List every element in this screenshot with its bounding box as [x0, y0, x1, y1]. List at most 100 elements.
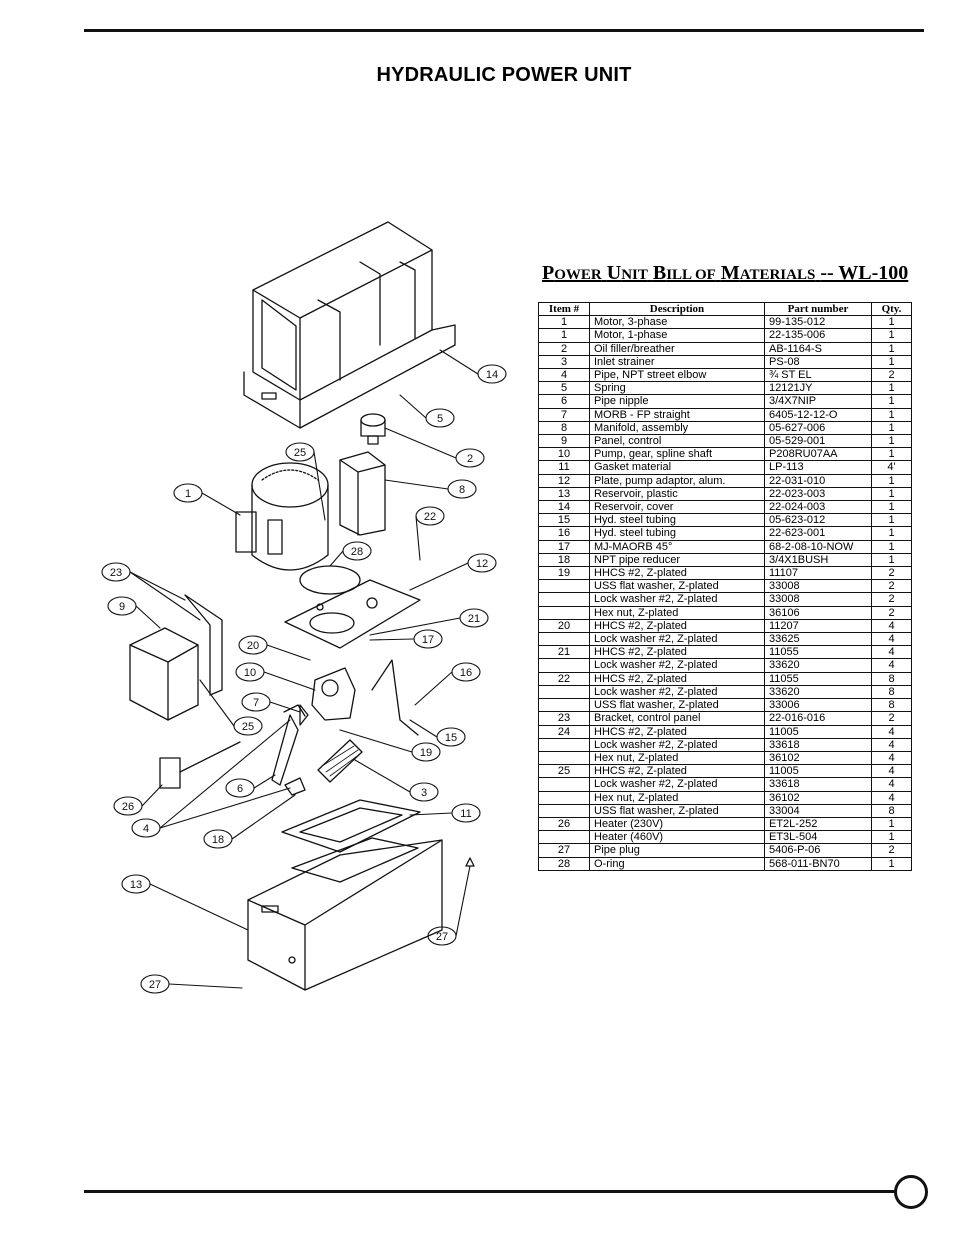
motor-drawing: [235, 462, 329, 571]
description-cell: Inlet strainer: [589, 354, 765, 370]
callout-27b: 27: [149, 979, 161, 991]
bom-title-model: -- WL-100: [820, 262, 909, 284]
gasket-drawing: [281, 799, 421, 853]
header-qty: Qty.: [871, 301, 912, 317]
qty-cell: 1: [871, 447, 912, 462]
control-panel-drawing: [129, 594, 223, 721]
item-cell: [538, 830, 590, 845]
description-cell: Pipe nipple: [589, 394, 765, 409]
callout-6: 6: [237, 783, 243, 795]
part-number-cell: 33008: [764, 592, 872, 607]
part-number-cell: 12121JY: [764, 381, 872, 396]
item-cell: 1: [538, 315, 590, 330]
pump-drawing: [299, 667, 356, 726]
qty-cell: 1: [871, 473, 912, 488]
qty-cell: 1: [871, 552, 912, 568]
part-number-cell: 33006: [764, 698, 872, 713]
callout-2: 2: [467, 453, 473, 465]
qty-cell: 4: [871, 790, 912, 805]
description-cell: Plate, pump adaptor, alum.: [589, 473, 765, 488]
part-number-cell: 33620: [764, 684, 872, 700]
description-cell: Heater (460V): [589, 830, 765, 845]
description-cell: MORB - FP straight: [589, 407, 765, 422]
description-cell: NPT pipe reducer: [589, 552, 765, 568]
description-cell: Gasket material: [589, 460, 765, 475]
item-cell: [538, 777, 590, 792]
qty-cell: 1: [871, 381, 912, 396]
qty-cell: 2: [871, 566, 912, 581]
bom-title-ill-of: ILL OF: [666, 267, 716, 283]
qty-cell: 1: [871, 539, 912, 554]
description-cell: Lock washer #2, Z-plated: [589, 632, 765, 647]
bom-title-nit: NIT: [621, 267, 648, 283]
description-cell: Heater (230V): [589, 816, 765, 832]
item-cell: 4: [538, 368, 590, 383]
description-cell: Motor, 1-phase: [589, 328, 765, 343]
manifold-drawing: [339, 451, 386, 536]
qty-cell: 8: [871, 698, 912, 713]
description-cell: HHCS #2, Z-plated: [589, 566, 765, 581]
description-cell: Panel, control: [589, 434, 765, 449]
callout-13: 13: [130, 879, 142, 891]
qty-cell: 1: [871, 328, 912, 343]
part-number-cell: ¾ ST EL: [764, 368, 872, 383]
item-cell: 27: [538, 843, 590, 858]
qty-cell: 8: [871, 671, 912, 686]
callout-23: 23: [110, 567, 122, 579]
part-number-cell: 3/4X1BUSH: [764, 552, 872, 568]
callout-17: 17: [422, 634, 434, 646]
header-part-number: Part number: [764, 301, 872, 317]
item-cell: 12: [538, 473, 590, 488]
part-number-cell: 99-135-012: [764, 315, 872, 330]
reservoir-drawing: [247, 837, 475, 991]
qty-cell: 2: [871, 368, 912, 383]
breather-drawing: [360, 413, 386, 445]
heater-drawing: [159, 741, 241, 789]
description-cell: Manifold, assembly: [589, 420, 765, 436]
description-cell: HHCS #2, Z-plated: [589, 618, 765, 634]
exploded-diagram: 1 2 3 4 5 6 7 8 9 10 11 12 13 14 15 16 1…: [101, 221, 507, 994]
part-number-cell: 22-623-001: [764, 526, 872, 541]
description-cell: Lock washer #2, Z-plated: [589, 737, 765, 752]
qty-cell: 4: [871, 645, 912, 660]
item-cell: 8: [538, 420, 590, 436]
bom-title-b: B: [652, 262, 667, 284]
part-number-cell: 22-023-003: [764, 486, 872, 502]
item-cell: [538, 605, 590, 620]
description-cell: USS flat washer, Z-plated: [589, 803, 765, 818]
part-number-cell: 36102: [764, 750, 872, 766]
part-number-cell: 568-011-BN70: [764, 856, 872, 871]
callout-16: 16: [460, 667, 472, 679]
callout-7: 7: [253, 697, 259, 709]
part-number-cell: 68-2-08-10-NOW: [764, 539, 872, 554]
part-number-cell: 05-627-006: [764, 420, 872, 436]
item-cell: [538, 579, 590, 594]
item-cell: 24: [538, 724, 590, 739]
item-cell: 20: [538, 618, 590, 634]
description-cell: Hex nut, Z-plated: [589, 790, 765, 805]
part-number-cell: 33008: [764, 579, 872, 594]
qty-cell: 1: [871, 830, 912, 845]
description-cell: Reservoir, cover: [589, 500, 765, 515]
part-number-cell: 33620: [764, 658, 872, 673]
qty-cell: 8: [871, 803, 912, 818]
qty-cell: 4: [871, 632, 912, 647]
bottom-rule: [84, 1190, 896, 1193]
callout-26: 26: [122, 801, 134, 813]
